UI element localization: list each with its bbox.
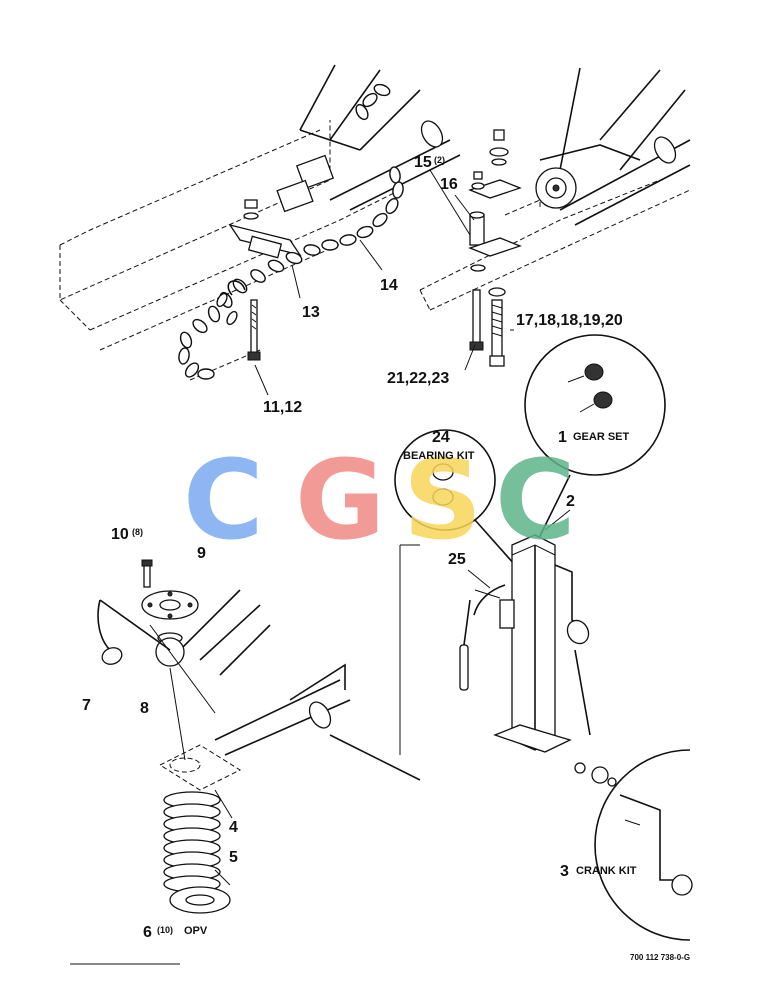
flange-9 (141, 590, 199, 620)
callout-11-12: 11,12 (263, 399, 302, 416)
jack-pin (459, 584, 515, 691)
callout-15-qty: (2) (434, 155, 445, 165)
callout-9: 9 (197, 545, 206, 562)
callout-16: 16 (440, 176, 458, 193)
watermark-letter-4: C (495, 436, 576, 564)
callout-17-20: 17,18,18,19,20 (516, 312, 623, 329)
callout-1-text: GEAR SET (573, 431, 630, 443)
gear-set-detail (524, 334, 666, 476)
callout-7: 7 (82, 697, 91, 714)
watermark-letter-1: C (183, 436, 264, 564)
callout-10-qty: (8) (132, 527, 143, 537)
callout-21-23: 21,22,23 (387, 370, 449, 387)
callout-2: 2 (566, 493, 575, 510)
callout-4: 4 (229, 819, 238, 836)
callout-13: 13 (302, 304, 320, 321)
bearing-kit-detail (394, 429, 496, 531)
callout-6-text: OPV (184, 925, 208, 937)
watermark-letter-3: S (403, 436, 482, 564)
spring-6 (163, 791, 221, 893)
callout-14: 14 (380, 277, 398, 294)
callout-25: 25 (448, 551, 466, 568)
callout-3-text: CRANK KIT (576, 865, 637, 877)
callouts: 1 GEAR SET 2 3 CRANK KIT 4 5 6 (10) OPV … (82, 154, 637, 941)
tongue-chain-assembly (59, 64, 461, 396)
hitch-assembly (419, 67, 691, 371)
jack-assembly (329, 334, 693, 941)
callout-6: 6 (143, 924, 152, 941)
callout-1: 1 (558, 429, 567, 446)
drawing-number: 700 112 738-0-G (630, 953, 690, 962)
callout-10: 10 (111, 526, 129, 543)
nut-top (243, 199, 259, 220)
spring-assembly (97, 559, 351, 914)
callout-24: 24 (432, 429, 450, 446)
watermark: C G S C (183, 436, 576, 564)
crank-kit-detail (574, 749, 693, 941)
callout-3: 3 (560, 863, 569, 880)
callout-6-qty: (10) (157, 925, 173, 935)
bolt-11-12 (247, 299, 261, 361)
callout-8: 8 (140, 700, 149, 717)
callout-15: 15 (414, 154, 432, 171)
callout-5: 5 (229, 849, 238, 866)
ring-5 (169, 886, 231, 914)
safety-chain (178, 83, 404, 380)
spacer-stack (468, 129, 522, 367)
callout-24-text: BEARING KIT (403, 450, 475, 462)
watermark-letter-2: G (295, 436, 385, 564)
